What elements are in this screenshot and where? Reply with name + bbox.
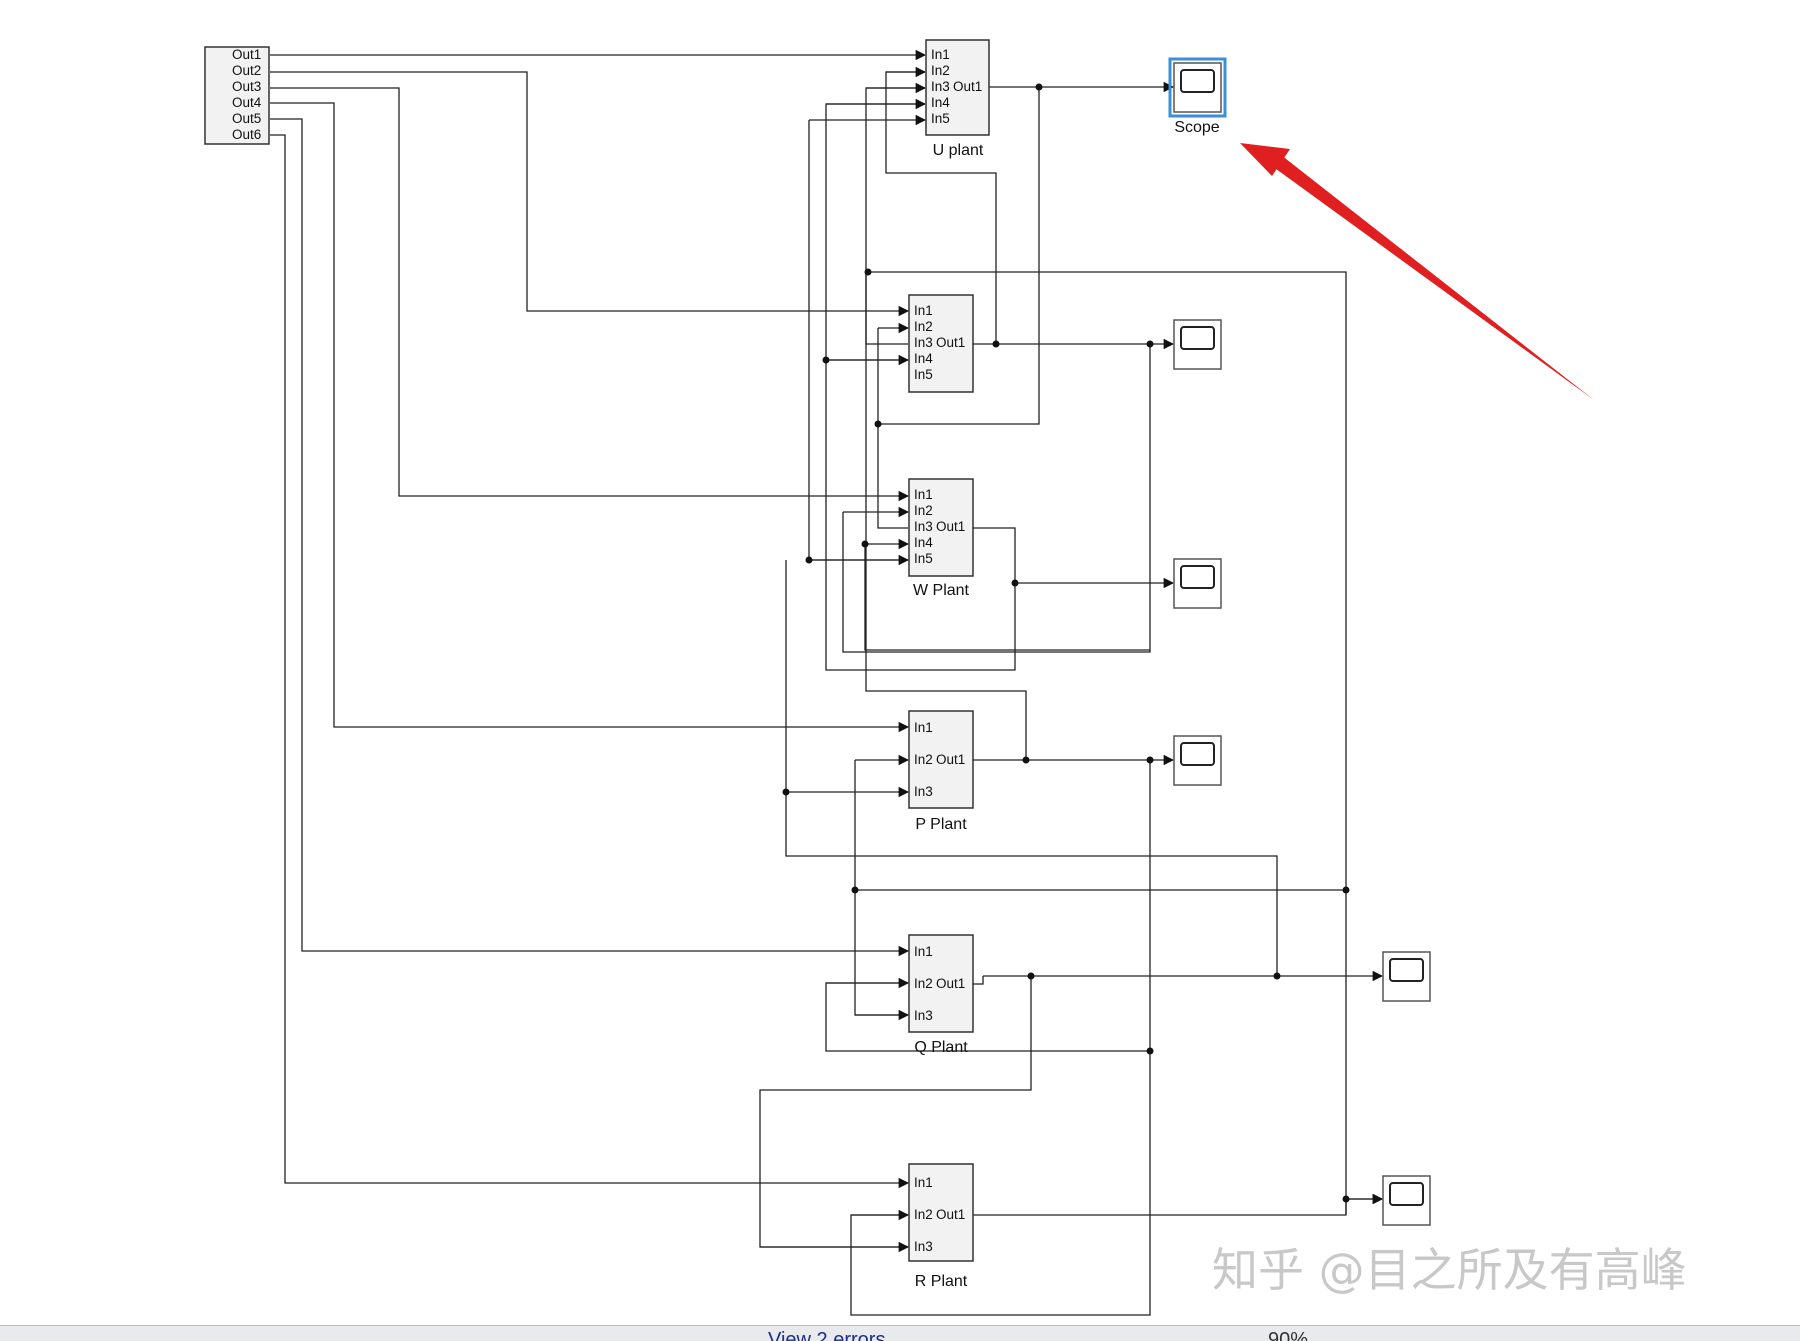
input-port-label: In1 — [931, 47, 950, 62]
input-port-label: In2 — [914, 1207, 933, 1222]
block-name: U plant — [933, 142, 984, 159]
scope-5[interactable] — [1382, 951, 1431, 1002]
selection-highlight — [1168, 57, 1227, 118]
input-port-label: In1 — [914, 303, 933, 318]
status-bar: View 2 errors 90% — [0, 1325, 1800, 1341]
status-view-errors[interactable]: View 2 errors — [768, 1329, 886, 1341]
block-name: R Plant — [915, 1273, 968, 1290]
scope-6[interactable] — [1382, 1175, 1431, 1226]
scope-icon — [1180, 565, 1215, 589]
block-name: W Plant — [913, 582, 970, 599]
input-port-label: In3 — [914, 519, 933, 534]
input-port-label: In2 — [914, 319, 933, 334]
input-port-label: In2 — [914, 752, 933, 767]
scope-label: Scope — [1174, 119, 1219, 136]
input-port-label: In1 — [914, 944, 933, 959]
signal-source-block[interactable]: Out1 Out2 Out3 Out4 Out5 Out6 — [204, 46, 270, 145]
source-port-label: Out3 — [232, 79, 261, 94]
scope-icon — [1389, 958, 1424, 982]
subsystem-block-2[interactable]: In1 In2 In3 In4 In5 Out1 — [908, 294, 974, 393]
output-port-label: Out1 — [953, 79, 982, 94]
input-port-label: In3 — [931, 79, 950, 94]
scope-icon — [1180, 69, 1215, 93]
output-port-label: Out1 — [936, 1207, 965, 1222]
input-port-label: In4 — [914, 351, 933, 366]
watermark: 知乎 @目之所及有高峰 — [1212, 1243, 1687, 1297]
scope-icon — [1180, 326, 1215, 350]
subsystem-r-plant[interactable]: In1 In2 In3 Out1 R Plant — [908, 1163, 974, 1290]
source-port-label: Out5 — [232, 111, 261, 126]
subsystem-p-plant[interactable]: In1 In2 In3 Out1 P Plant — [908, 710, 974, 833]
input-port-label: In1 — [914, 720, 933, 735]
scope-2[interactable] — [1173, 319, 1222, 370]
input-port-label: In5 — [931, 111, 950, 126]
input-port-label: In3 — [914, 1008, 933, 1023]
output-port-label: Out1 — [936, 519, 965, 534]
subsystem-q-plant[interactable]: In1 In2 In3 Out1 Q Plant — [908, 934, 974, 1056]
signal-lines — [270, 49, 1384, 1316]
scope-3[interactable] — [1173, 558, 1222, 609]
source-port-label: Out2 — [232, 63, 261, 78]
input-port-label: In3 — [914, 335, 933, 350]
block-name: Q Plant — [914, 1039, 968, 1056]
source-port-label: Out4 — [232, 95, 262, 110]
block-name: P Plant — [915, 816, 967, 833]
input-port-label: In2 — [931, 63, 950, 78]
source-port-label: Out6 — [232, 127, 261, 142]
branch-points — [782, 83, 1350, 1203]
subsystem-w-plant[interactable]: In1 In2 In3 In4 In5 Out1 W Plant — [908, 478, 974, 599]
scope-1[interactable]: Scope — [1168, 57, 1227, 136]
input-port-label: In3 — [914, 784, 933, 799]
subsystem-u-plant[interactable]: In1 In2 In3 In4 In5 Out1 U plant — [925, 39, 990, 159]
annotation-arrow — [1240, 143, 1594, 400]
input-port-label: In1 — [914, 1175, 933, 1190]
input-port-label: In4 — [931, 95, 950, 110]
scope-4[interactable] — [1173, 735, 1222, 786]
input-port-label: In5 — [914, 367, 933, 382]
source-port-label: Out1 — [232, 47, 261, 62]
zoom-level: 90% — [1268, 1329, 1309, 1341]
output-port-label: Out1 — [936, 976, 965, 991]
input-port-label: In5 — [914, 551, 933, 566]
output-port-label: Out1 — [936, 335, 965, 350]
input-port-label: In3 — [914, 1239, 933, 1254]
input-port-label: In1 — [914, 487, 933, 502]
input-port-label: In2 — [914, 976, 933, 991]
input-port-label: In2 — [914, 503, 933, 518]
input-port-label: In4 — [914, 535, 933, 550]
scope-icon — [1180, 742, 1215, 766]
scope-icon — [1389, 1182, 1424, 1206]
output-port-label: Out1 — [936, 752, 965, 767]
